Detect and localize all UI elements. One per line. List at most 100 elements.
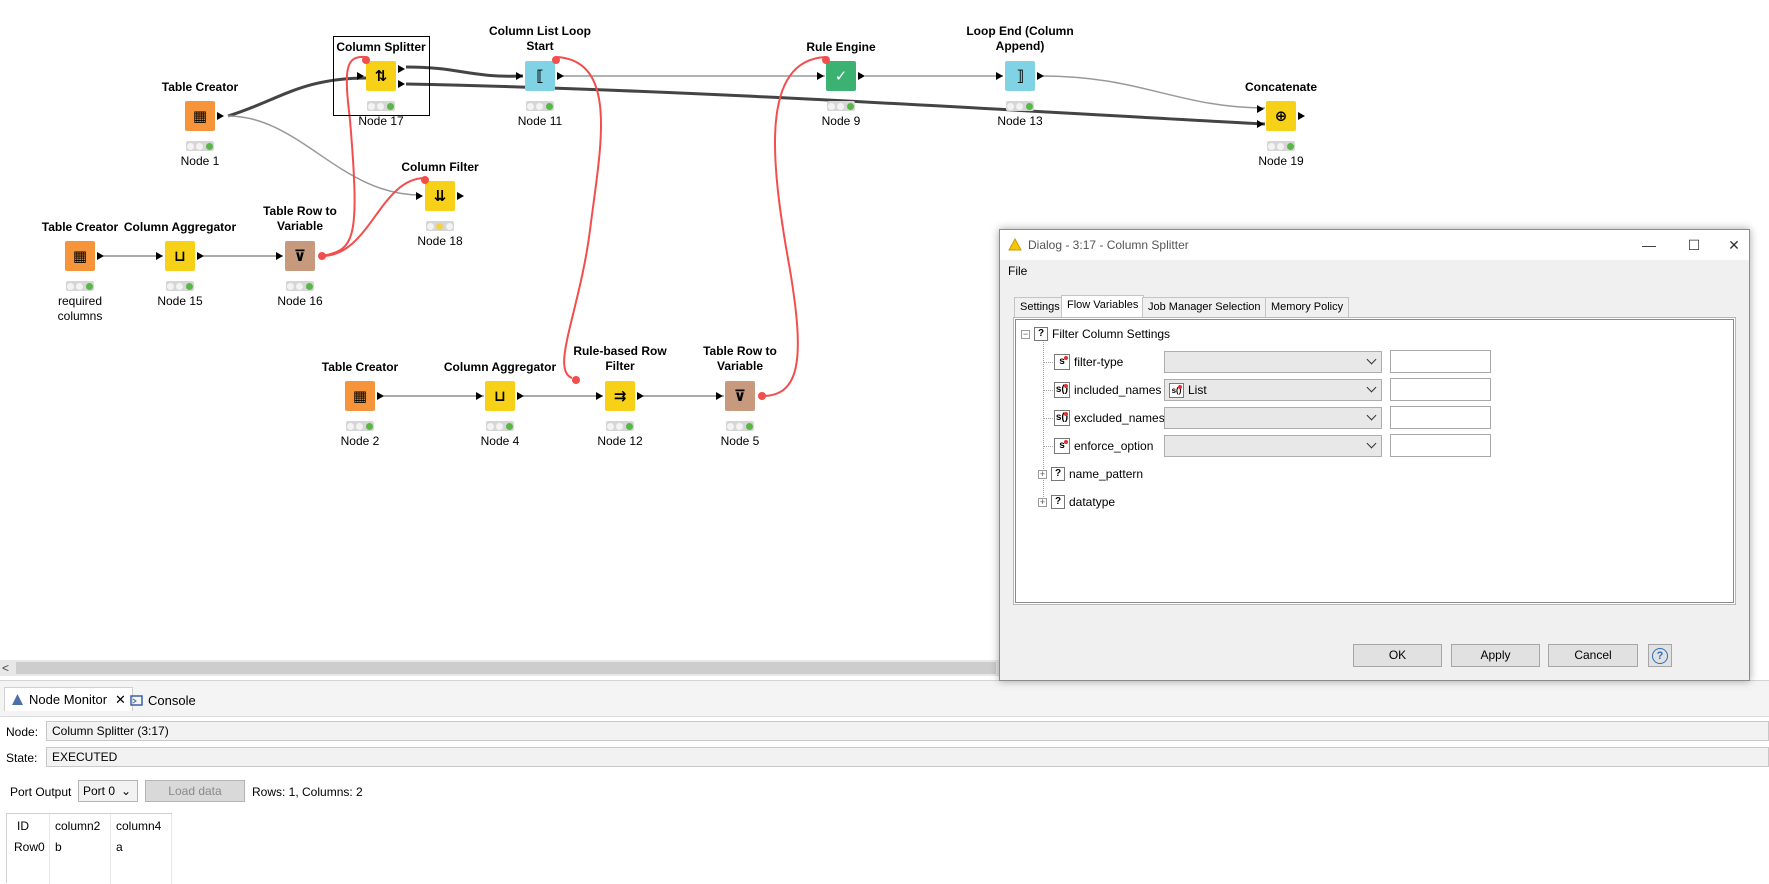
input-port[interactable] xyxy=(516,72,523,80)
scroll-left-icon[interactable]: < xyxy=(2,661,10,675)
flowvar-n5-n9[interactable] xyxy=(761,56,827,397)
column-header-column4[interactable]: column4 xyxy=(116,819,162,833)
cancel-button[interactable]: Cancel xyxy=(1548,644,1638,667)
output-port[interactable] xyxy=(1037,72,1044,80)
flowvar-n16-n18[interactable] xyxy=(321,177,426,257)
input-port-top[interactable] xyxy=(1257,105,1264,113)
flowvar-output-port[interactable] xyxy=(318,252,326,260)
input-port-bottom[interactable] xyxy=(1257,120,1264,128)
tree-row-included-names[interactable]: s() included_names xyxy=(1054,379,1161,401)
help-button[interactable]: ? xyxy=(1648,644,1672,667)
output-port[interactable] xyxy=(197,252,204,260)
dialog-titlebar[interactable]: Dialog - 3:17 - Column Splitter — ☐ ✕ xyxy=(1000,230,1749,260)
flowvar-port[interactable] xyxy=(552,56,560,64)
excluded-names-new-variable-field[interactable] xyxy=(1390,406,1491,429)
rows-info: Rows: 1, Columns: 2 xyxy=(252,785,363,799)
close-icon[interactable]: ✕ xyxy=(1728,237,1740,253)
output-port[interactable] xyxy=(97,252,104,260)
tree-root-filter-column-settings[interactable]: − ? Filter Column Settings xyxy=(1021,323,1170,345)
expand-icon[interactable]: + xyxy=(1038,496,1047,507)
input-port[interactable] xyxy=(596,392,603,400)
output-port[interactable] xyxy=(858,72,865,80)
column-header-column2[interactable]: column2 xyxy=(55,819,101,833)
filter-type-new-variable-field[interactable] xyxy=(1390,350,1491,373)
input-port[interactable] xyxy=(156,252,163,260)
menu-file[interactable]: File xyxy=(1008,264,1028,278)
included-names-new-variable-field[interactable] xyxy=(1390,378,1491,401)
tree-node-datatype[interactable]: + ? datatype xyxy=(1038,491,1115,513)
tree-guide xyxy=(1043,446,1055,447)
tree-node-name-pattern[interactable]: + ? name_pattern xyxy=(1038,463,1143,485)
apply-button[interactable]: Apply xyxy=(1451,644,1540,667)
excluded-names-select[interactable] xyxy=(1164,407,1382,429)
output-port-bottom[interactable] xyxy=(398,80,405,88)
flowvar-port[interactable] xyxy=(822,56,830,64)
output-port[interactable] xyxy=(1298,112,1305,120)
input-port[interactable] xyxy=(996,72,1003,80)
tree-row-enforce-option[interactable]: s enforce_option xyxy=(1054,435,1153,457)
output-port[interactable] xyxy=(377,392,384,400)
concatenate-icon: ⊕ xyxy=(1266,101,1296,131)
flowvar-port[interactable] xyxy=(572,376,580,384)
scrollbar-thumb[interactable] xyxy=(16,662,996,674)
ok-button[interactable]: OK xyxy=(1353,644,1442,667)
output-port[interactable] xyxy=(637,392,644,400)
column-splitter-icon: ⇅ xyxy=(366,61,396,91)
filter-type-select[interactable] xyxy=(1164,351,1382,373)
flowvar-output-port[interactable] xyxy=(758,392,766,400)
node-label: Node 2 xyxy=(340,434,380,448)
node-label: Node 1 xyxy=(180,154,220,168)
tree-row-excluded-names[interactable]: s() excluded_names xyxy=(1054,407,1165,429)
tab-settings[interactable]: Settings xyxy=(1014,297,1066,317)
node-selection-box xyxy=(333,36,430,116)
string-variable-icon: s xyxy=(1054,354,1070,370)
output-port[interactable] xyxy=(557,72,564,80)
input-port[interactable] xyxy=(416,192,423,200)
collapse-icon[interactable]: − xyxy=(1021,328,1030,339)
input-port[interactable] xyxy=(357,72,364,80)
connection-n13-n19[interactable] xyxy=(1042,75,1266,109)
input-port[interactable] xyxy=(716,392,723,400)
tab-job-manager-selection[interactable]: Job Manager Selection xyxy=(1142,297,1267,317)
help-icon: ? xyxy=(1652,648,1668,664)
connection-n17-n11[interactable] xyxy=(405,65,524,78)
column-header-id[interactable]: ID xyxy=(17,819,29,833)
node-label: Node 16 xyxy=(277,294,323,308)
node-label: Node 15 xyxy=(157,294,203,308)
rule-engine-icon: ✓ xyxy=(826,61,856,91)
flowvar-n12-n11[interactable] xyxy=(555,56,602,379)
connection-n1-n18[interactable] xyxy=(227,115,421,196)
enforce-option-new-variable-field[interactable] xyxy=(1390,434,1491,457)
question-icon: ? xyxy=(1034,327,1048,341)
tab-memory-policy[interactable]: Memory Policy xyxy=(1265,297,1350,317)
load-data-button[interactable]: Load data xyxy=(145,780,245,802)
input-port[interactable] xyxy=(276,252,283,260)
input-port[interactable] xyxy=(817,72,824,80)
maximize-icon[interactable]: ☐ xyxy=(1687,237,1701,253)
table-creator-icon: ▦ xyxy=(65,241,95,271)
tree-label: datatype xyxy=(1069,495,1116,509)
included-names-select[interactable]: s() List xyxy=(1164,379,1382,401)
enforce-option-select[interactable] xyxy=(1164,435,1382,457)
status-light xyxy=(426,221,454,231)
flowvar-port[interactable] xyxy=(362,56,370,64)
node-title: Table Creator xyxy=(161,80,239,94)
close-icon[interactable]: ✕ xyxy=(115,691,126,707)
output-port[interactable] xyxy=(217,112,224,120)
tree-row-filter-type[interactable]: s filter-type xyxy=(1054,351,1123,373)
input-port[interactable] xyxy=(476,392,483,400)
tab-node-monitor[interactable]: Node Monitor ✕ xyxy=(4,687,133,711)
tab-console[interactable]: Console xyxy=(130,690,196,710)
flowvar-port[interactable] xyxy=(421,176,429,184)
minimize-icon[interactable]: — xyxy=(1642,237,1656,253)
output-port[interactable] xyxy=(517,392,524,400)
tab-flow-variables[interactable]: Flow Variables xyxy=(1061,295,1145,318)
node-title: Concatenate xyxy=(1244,80,1318,94)
canvas-horizontal-scrollbar[interactable]: < xyxy=(0,660,1000,676)
output-port[interactable] xyxy=(457,192,464,200)
port-select[interactable]: Port 0 ⌄ xyxy=(78,780,138,802)
flowvar-n16-n17[interactable] xyxy=(321,55,367,257)
output-port-top[interactable] xyxy=(398,65,405,73)
status-light xyxy=(827,101,855,111)
expand-icon[interactable]: + xyxy=(1038,468,1047,479)
